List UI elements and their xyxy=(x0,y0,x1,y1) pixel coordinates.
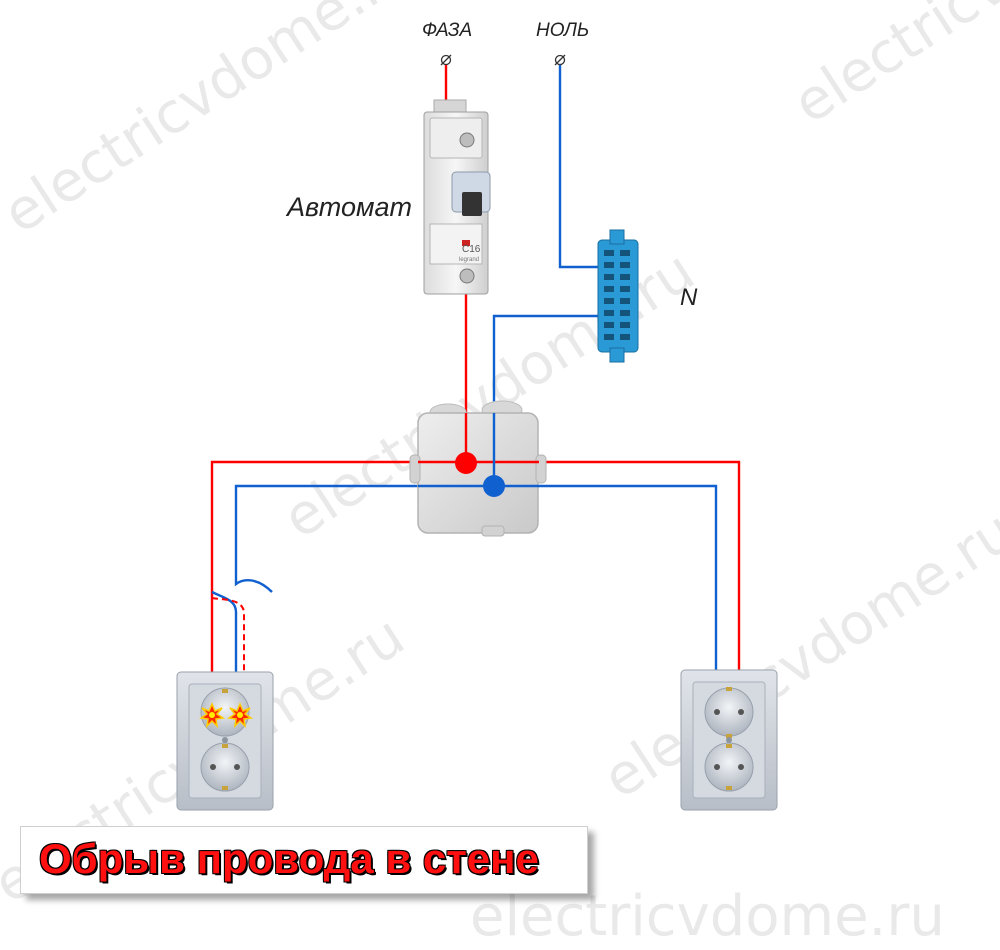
neutral-label: НОЛЬ xyxy=(536,20,589,41)
watermark-footer: electricvdome.ru xyxy=(470,884,945,949)
watermark-text-4: electricvdome.ru xyxy=(592,499,1000,812)
neutral-bus-bar xyxy=(597,229,639,363)
neutral-bus-label: N xyxy=(680,284,698,311)
phase-terminal-icon xyxy=(440,54,452,66)
fault-banner: Обрыв провода в стене xyxy=(20,826,588,894)
breaker-label: Автомат xyxy=(285,192,412,222)
neutral-input-wire xyxy=(558,65,600,269)
breaker-brand-text: legrand xyxy=(459,257,479,263)
fault-banner-text: Обрыв провода в стене xyxy=(39,835,539,882)
junction-box xyxy=(409,400,547,537)
spark-icon xyxy=(198,702,226,729)
neutral-wire-broken-end xyxy=(211,590,238,677)
neutral-terminal-icon xyxy=(554,54,566,66)
watermark-text-2: electricvdome.ru xyxy=(782,0,1000,137)
neutral-wire-main xyxy=(234,484,718,677)
left-socket xyxy=(176,671,274,811)
phase-label: ФАЗА xyxy=(422,20,472,41)
right-socket xyxy=(680,669,778,811)
breaker-rating-text: C16 xyxy=(462,244,481,255)
neutral-junction-dot xyxy=(483,475,505,497)
phase-junction-dot xyxy=(455,452,477,474)
phase-wire-broken-dashed xyxy=(211,597,245,677)
circuit-breaker: C16 legrand xyxy=(423,99,491,295)
spark-icon xyxy=(226,702,254,729)
